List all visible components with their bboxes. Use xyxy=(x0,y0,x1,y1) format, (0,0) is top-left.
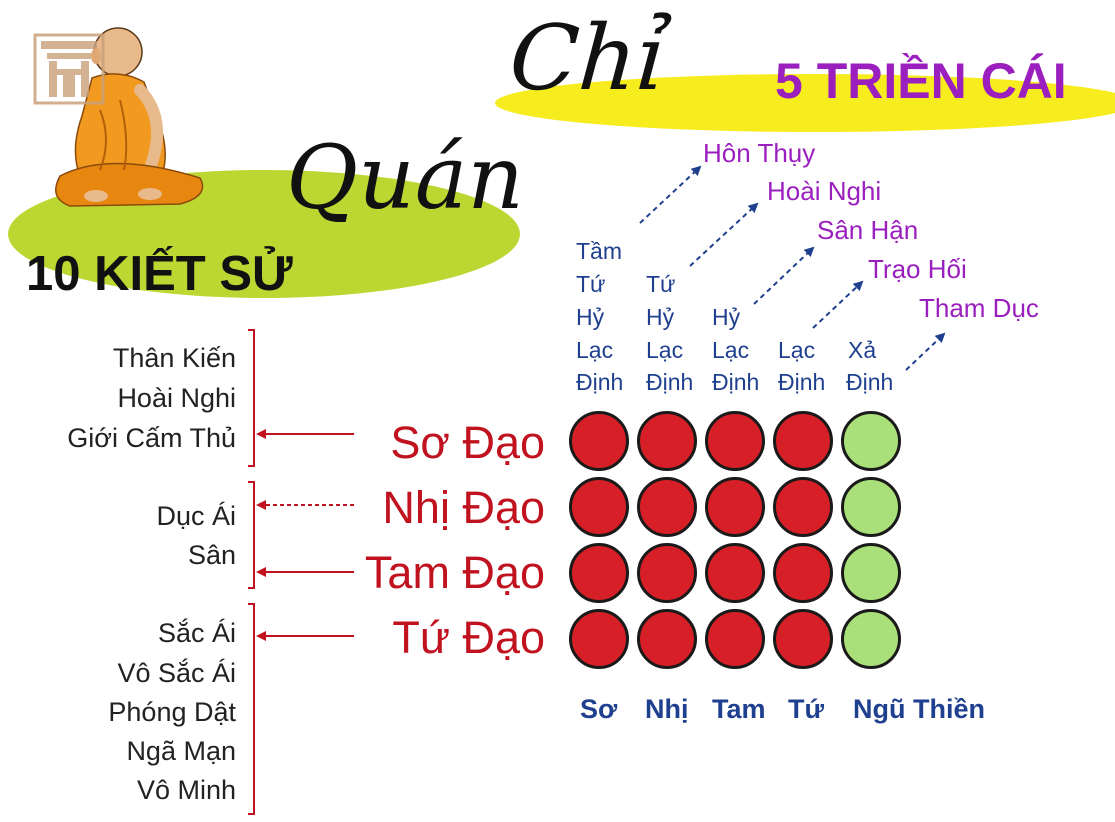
jhana-factor: Hỷ xyxy=(576,304,605,330)
ten-fetters-title: 10 KIẾT SỬ xyxy=(26,247,293,301)
jhana-factor: Định xyxy=(712,369,760,395)
jhana-factor: Định xyxy=(646,369,694,395)
jhana-factor: Xả xyxy=(848,337,877,363)
grid-dot xyxy=(841,477,901,537)
fetter-item: Phóng Dật xyxy=(108,697,236,727)
grid-dot xyxy=(841,411,901,471)
grid-dot xyxy=(841,609,901,669)
jhana-factor: Định xyxy=(576,369,624,395)
grid-dot xyxy=(705,411,765,471)
grid-dot xyxy=(773,411,833,471)
path-label-tam-dao: Tam Đạo xyxy=(364,547,545,598)
grid-dot xyxy=(637,411,697,471)
jhana-factor: Hỷ xyxy=(646,304,675,330)
jhana-factor: Lạc xyxy=(778,337,816,363)
fetter-item: Dục Ái xyxy=(156,501,236,531)
fetter-item: Vô Sắc Ái xyxy=(117,658,236,688)
hindrance-label: Hôn Thụy xyxy=(703,138,816,168)
grid-dot xyxy=(773,543,833,603)
fetter-item: Vô Minh xyxy=(136,775,236,805)
hindrance-label: Sân Hận xyxy=(817,215,919,245)
jhana-factor: Định xyxy=(778,369,826,395)
grid-dot xyxy=(705,543,765,603)
quan-title: Quán xyxy=(286,126,524,229)
jhana-label-nhi: Nhị xyxy=(645,694,689,724)
hindrance-label: Hoài Nghi xyxy=(767,176,882,206)
monk-illustration xyxy=(55,27,204,207)
grid-dot xyxy=(569,411,629,471)
jhana-factor: Định xyxy=(846,369,894,395)
five-hindrances-title: 5 TRIỀN CÁI xyxy=(775,53,1067,109)
grid-dot xyxy=(637,543,697,603)
path-label-tu-dao: Tứ Đạo xyxy=(392,612,545,663)
grid-dot xyxy=(637,477,697,537)
hindrance-label: Tham Dục xyxy=(919,293,1039,323)
jhana-factor: Lạc xyxy=(576,337,614,363)
jhana-label-ngu-thien: Ngũ Thiền xyxy=(853,694,985,724)
fetter-item: Sắc Ái xyxy=(157,618,236,648)
fetter-item: Giới Cấm Thủ xyxy=(67,423,236,453)
grid-dot xyxy=(773,477,833,537)
fetter-item: Sân xyxy=(187,540,236,570)
jhana-factor: Tứ xyxy=(576,271,606,297)
jhana-label-tam: Tam xyxy=(712,694,766,724)
grid-dot xyxy=(637,609,697,669)
fetter-item: Ngã Mạn xyxy=(126,736,236,766)
jhana-factor: Tứ xyxy=(646,271,676,297)
jhana-factor: Tầm xyxy=(576,238,622,264)
grid-dot xyxy=(841,543,901,603)
grid-dot xyxy=(569,609,629,669)
grid-dot xyxy=(569,477,629,537)
grid-dot xyxy=(773,609,833,669)
temple-logo-icon xyxy=(33,33,105,105)
jhana-factor: Lạc xyxy=(712,337,750,363)
grid-dot xyxy=(705,477,765,537)
fetter-item: Thân Kiến xyxy=(112,343,236,373)
jhana-label-so: Sơ xyxy=(580,694,618,724)
yellow-title-banner xyxy=(495,74,1115,132)
jhana-label-tu: Tứ xyxy=(788,694,825,724)
grid-dot xyxy=(569,543,629,603)
jhana-factor: Hỷ xyxy=(712,304,741,330)
path-label-nhi-dao: Nhị Đạo xyxy=(382,482,545,533)
jhana-factor: Lạc xyxy=(646,337,684,363)
path-label-so-dao: Sơ Đạo xyxy=(390,417,545,468)
hindrance-label: Trạo Hối xyxy=(868,254,967,284)
fetter-item: Hoài Nghi xyxy=(117,383,236,413)
grid-dot xyxy=(705,609,765,669)
